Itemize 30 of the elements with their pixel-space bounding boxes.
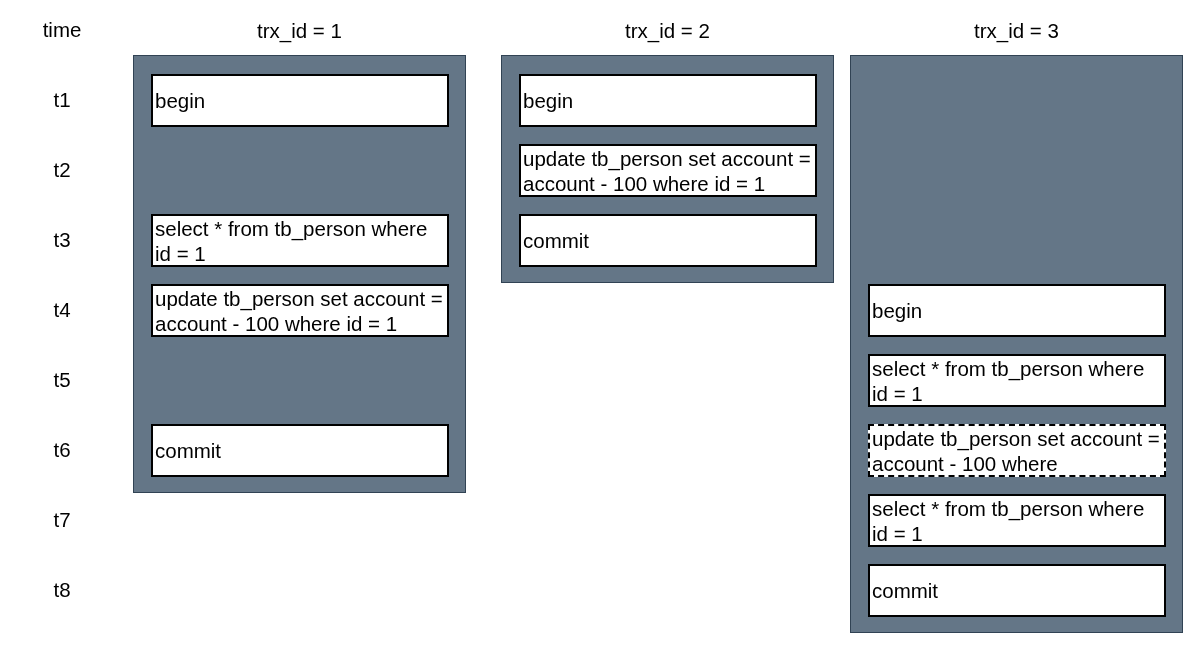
time-label: t3 [52,228,72,252]
time-label: t4 [52,298,72,322]
time-label: t1 [52,88,72,112]
transaction-heading: trx_id = 1 [256,19,343,43]
statement-box [151,74,449,127]
statement-box [868,284,1166,337]
statement-text: commit [155,438,222,463]
time-label: t8 [52,578,72,602]
time-label: t6 [52,438,72,462]
statement-text: begin [155,88,206,113]
statement-text: begin [523,88,574,113]
statement-text: commit [872,578,939,603]
statement-text: select * from tb_person where id = 1 [872,355,1146,406]
statement-text: commit [523,228,590,253]
time-label: time [41,18,83,42]
transaction-heading: trx_id = 2 [624,19,711,43]
statement-text: update tb_person set account = account - 100 where id = 1 [523,145,812,196]
statement-text: update tb_person set account = account - 100 where [872,425,1161,476]
statement-text: select * from tb_person where id = 1 [872,495,1146,546]
transaction-heading: trx_id = 3 [973,19,1060,43]
statement-box [151,424,449,477]
statement-text: begin [872,298,923,323]
time-label: t5 [52,368,72,392]
time-label: t2 [52,158,72,182]
statement-box [519,74,817,127]
statement-box [519,214,817,267]
statement-box [868,564,1166,617]
statement-text: update tb_person set account = account - 100 where id = 1 [155,285,444,336]
statement-text: select * from tb_person where id = 1 [155,215,429,266]
time-label: t7 [52,508,72,532]
